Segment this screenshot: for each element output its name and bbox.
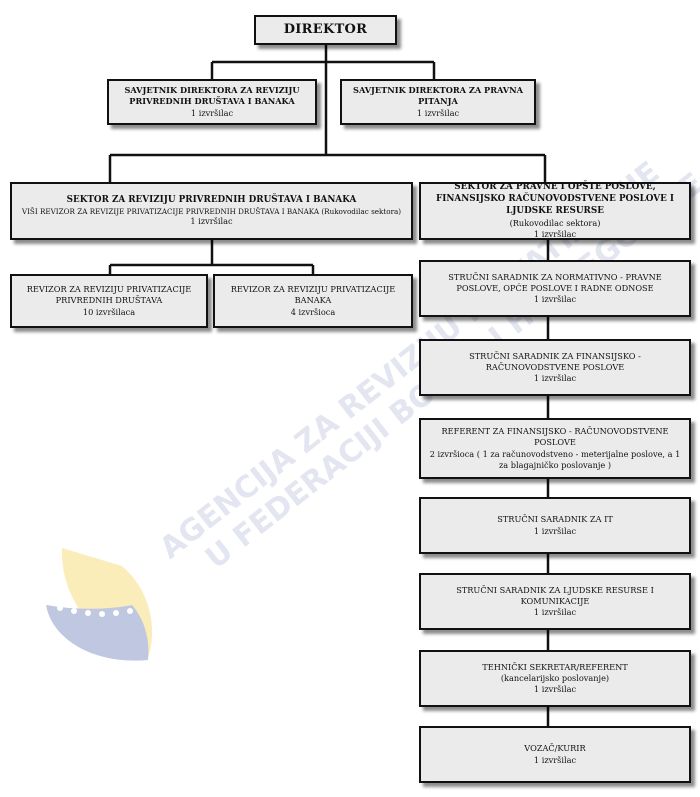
sector-audit-box: SEKTOR ZA REVIZIJU PRIVREDNIH DRUŠTAVA I… — [10, 182, 413, 240]
sector-legal-staff: 1 izvršilac — [533, 228, 577, 239]
auditor-companies-title: REVIZOR ZA REVIZIJU PRIVATIZACIJE PRIVRE… — [26, 284, 192, 306]
legal-unit-staff: 1 izvršilac — [533, 373, 577, 384]
advisor-audit-staff: 1 izvršilac — [190, 107, 234, 118]
legal-unit-secretary-box: TEHNIČKI SEKRETAR/REFERENT (kancelarijsk… — [419, 650, 691, 707]
legal-unit-title: STRUČNI SARADNIK ZA LJUDSKE RESURSE I KO… — [456, 584, 654, 606]
legal-unit-staff: 2 izvršioca ( 1 za računovodstveno - met… — [429, 448, 681, 470]
legal-unit-staff: 1 izvršilac — [533, 525, 577, 536]
sector-audit-title: SEKTOR ZA REVIZIJU PRIVREDNIH DRUŠTAVA I… — [66, 194, 357, 205]
legal-unit-it-box: STRUČNI SARADNIK ZA IT 1 izvršilac — [419, 497, 691, 554]
advisor-audit-title: SAVJETNIK DIREKTORA ZA REVIZIJU PRIVREDN… — [124, 85, 300, 107]
auditor-companies-staff: 10 izvršilaca — [82, 306, 136, 317]
legal-unit-staff: 1 izvršilac — [533, 294, 577, 305]
legal-unit-title: TEHNIČKI SEKRETAR/REFERENT — [482, 661, 628, 672]
sector-legal-subtitle: (Rukovodilac sektora) — [509, 217, 601, 228]
legal-unit-note: (kancelarijsko poslovanje) — [500, 672, 610, 683]
director-box: DIREKTOR — [254, 15, 397, 45]
legal-unit-finance-referent-box: REFERENT ZA FINANSIJSKO - RAČUNOVODSTVEN… — [419, 418, 691, 479]
sector-legal-title: SEKTOR ZA PRAVNE I OPŠTE POSLOVE, FINANS… — [436, 182, 674, 216]
director-title: DIREKTOR — [283, 22, 368, 38]
auditor-companies-box: REVIZOR ZA REVIZIJU PRIVATIZACIJE PRIVRE… — [10, 274, 208, 328]
sector-audit-staff: 1 izvršilac — [190, 216, 233, 227]
auditor-banks-staff: 4 izvršioca — [290, 306, 336, 317]
legal-unit-title: STRUČNI SARADNIK ZA FINANSIJSKO - RAČUNO… — [469, 350, 641, 372]
legal-unit-hr-box: STRUČNI SARADNIK ZA LJUDSKE RESURSE I KO… — [419, 573, 691, 630]
advisor-legal-staff: 1 izvršilac — [416, 107, 460, 118]
legal-unit-title: REFERENT ZA FINANSIJSKO - RAČUNOVODSTVEN… — [441, 426, 669, 448]
legal-unit-title: STRUČNI SARADNIK ZA NORMATIVNO - PRAVNE … — [448, 271, 662, 293]
advisor-audit-box: SAVJETNIK DIREKTORA ZA REVIZIJU PRIVREDN… — [107, 79, 317, 125]
legal-unit-staff: 1 izvršilac — [533, 607, 577, 618]
legal-unit-driver-box: VOZAČ/KURIR 1 izvršilac — [419, 726, 691, 783]
legal-unit-finance-associate-box: STRUČNI SARADNIK ZA FINANSIJSKO - RAČUNO… — [419, 339, 691, 396]
legal-unit-normative-box: STRUČNI SARADNIK ZA NORMATIVNO - PRAVNE … — [419, 260, 691, 317]
sector-audit-subtitle: VIŠI REVIZOR ZA REVIZIJE PRIVATIZACIJE P… — [21, 206, 402, 216]
legal-unit-staff: 1 izvršilac — [533, 754, 577, 765]
legal-unit-title: VOZAČ/KURIR — [524, 743, 586, 754]
auditor-banks-title: REVIZOR ZA REVIZIJU PRIVATIZACIJE BANAKA — [230, 284, 396, 306]
auditor-banks-box: REVIZOR ZA REVIZIJU PRIVATIZACIJE BANAKA… — [213, 274, 413, 328]
legal-unit-staff: 1 izvršilac — [533, 684, 577, 695]
legal-unit-title: STRUČNI SARADNIK ZA IT — [497, 514, 613, 525]
sector-legal-box: SEKTOR ZA PRAVNE I OPŠTE POSLOVE, FINANS… — [419, 182, 691, 240]
advisor-legal-box: SAVJETNIK DIREKTORA ZA PRAVNA PITANJA 1 … — [340, 79, 536, 125]
advisor-legal-title: SAVJETNIK DIREKTORA ZA PRAVNA PITANJA — [353, 85, 523, 107]
